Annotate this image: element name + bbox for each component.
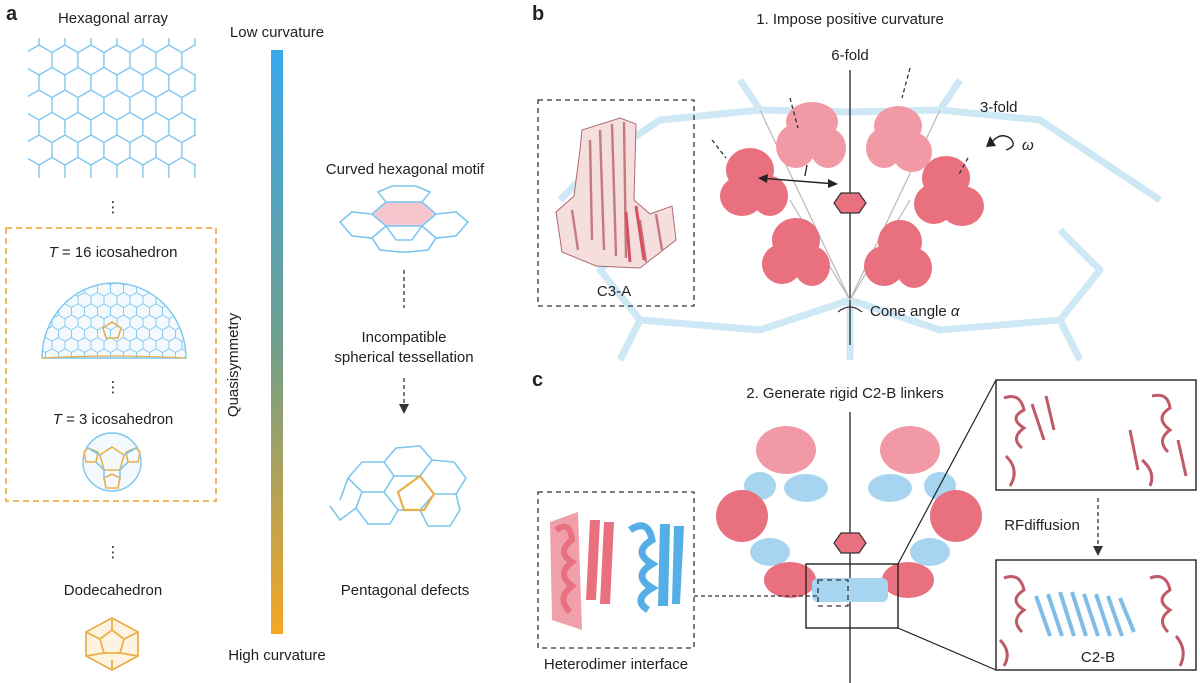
t16-icosahedron [41, 282, 187, 359]
omega-symbol: ω [1022, 137, 1034, 154]
trimer-1 [776, 102, 846, 168]
trimer-2 [866, 106, 932, 172]
c-hexagon-marker [833, 532, 867, 554]
c-assembly [716, 426, 982, 602]
hexagonal-array-label: Hexagonal array [58, 10, 169, 27]
t3-icosahedron [82, 432, 142, 492]
curvature-gradient-bar [271, 50, 283, 634]
quasisymmetry-box [5, 227, 217, 502]
linker-zoom-box [805, 563, 899, 629]
rfdiffusion-label: RFdiffusion [1004, 517, 1080, 534]
panel-b: b 1. Impose positive curvature 6-fold C3… [532, 3, 1162, 362]
three-fold-label: 3-fold [980, 99, 1018, 116]
c3a-inset-box [537, 99, 695, 307]
l-measure-line [759, 177, 837, 185]
three-fold-axis-marks [711, 67, 969, 177]
pentagonal-defects-label: Pentagonal defects [341, 582, 469, 599]
l-symbol: l [804, 163, 808, 180]
heterodimer-label: Heterodimer interface [544, 656, 688, 673]
incompatible-label-1: Incompatible [361, 329, 446, 346]
t3-label: T = 3 icosahedron [53, 411, 174, 428]
zoom-connector-lines [897, 379, 997, 671]
cone-angle-arc [837, 306, 863, 313]
trimer-3 [720, 148, 788, 216]
panel-b-step-title: 1. Impose positive curvature [756, 11, 944, 28]
incompatible-label-2: spherical tessellation [334, 349, 473, 366]
high-curvature-label: High curvature [228, 647, 326, 664]
ellipsis-2: ⋮ [106, 379, 121, 396]
c3a-label: C3-A [597, 283, 631, 300]
heterodimer-zoom-box [817, 579, 849, 607]
heterodimer-inset-box [537, 491, 695, 649]
six-fold-label: 6-fold [831, 47, 869, 64]
hexagonal-array [28, 38, 196, 178]
quasisymmetry-label: Quasisymmetry [225, 312, 242, 417]
ellipsis-1: ⋮ [106, 199, 121, 216]
rotation-arrow [991, 135, 1014, 151]
c3a-protein [555, 117, 677, 269]
panel-b-letter: b [532, 3, 544, 25]
heterodimer-structure [550, 512, 684, 630]
curved-hex-motif-label: Curved hexagonal motif [326, 161, 485, 178]
six-fold-hexagon-marker [833, 192, 867, 214]
panel-a-letter: a [6, 3, 18, 25]
arrow-head [399, 404, 409, 414]
dodecahedron-label: Dodecahedron [64, 582, 162, 599]
trimer-5 [762, 218, 830, 286]
low-curvature-label: Low curvature [230, 24, 324, 41]
trimer-4 [914, 156, 984, 226]
panel-c: c 2. Generate rigid C2-B linkers [532, 369, 1197, 683]
pentagonal-defects-patch [329, 445, 467, 527]
rf-input-helices [1003, 393, 1188, 487]
panel-c-step-title: 2. Generate rigid C2-B linkers [746, 385, 944, 402]
t16-label: T = 16 icosahedron [49, 244, 178, 261]
rf-output-structure [998, 575, 1185, 667]
c2b-label: C2-B [1081, 649, 1115, 666]
curved-hex-motif [338, 185, 470, 253]
panel-a: a Hexagonal array ⋮ T = 16 icosahedron ⋮… [5, 3, 485, 672]
rf-input-inset [995, 379, 1197, 491]
trimer-6 [864, 220, 932, 288]
ellipsis-3: ⋮ [106, 544, 121, 561]
cone-angle-label: Cone angle α [870, 303, 960, 320]
panel-c-letter: c [532, 369, 543, 391]
dodecahedron [85, 616, 139, 672]
trimers [720, 102, 984, 288]
